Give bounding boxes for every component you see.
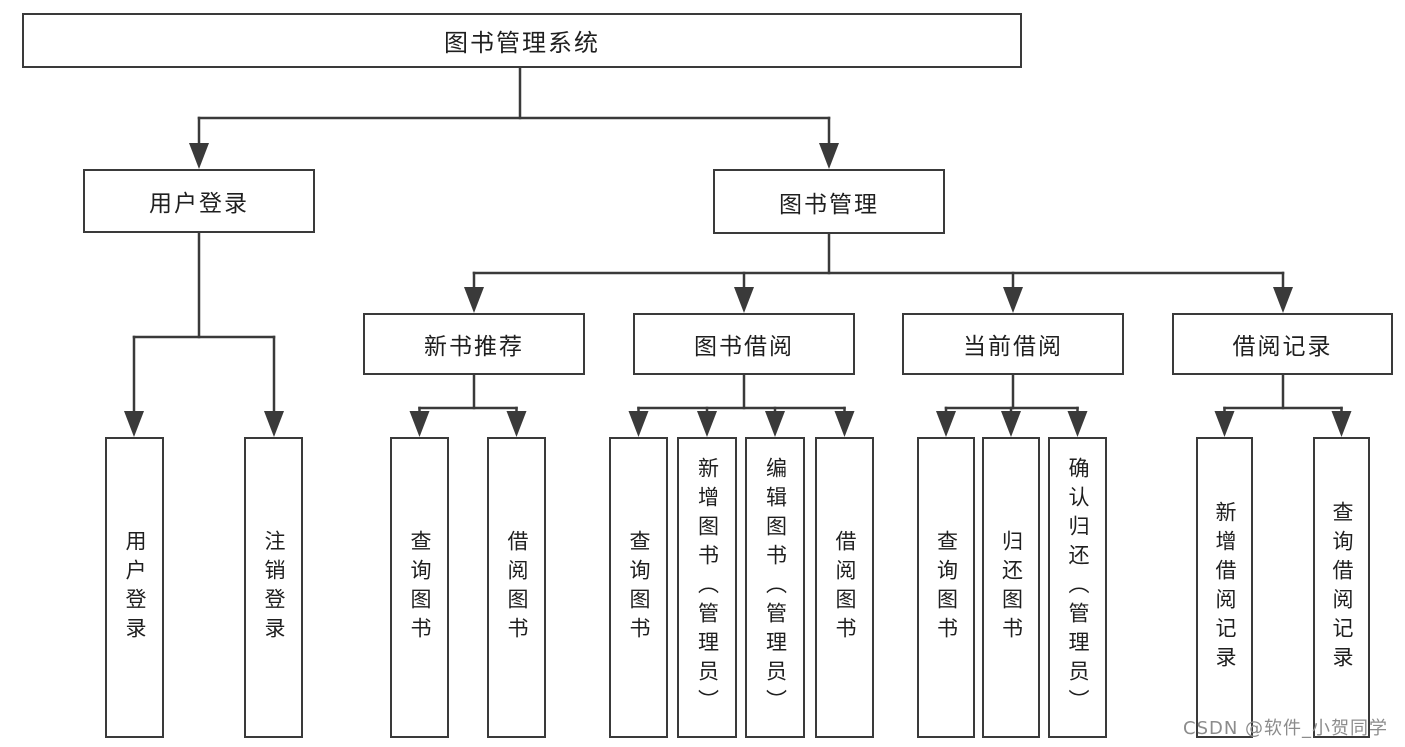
- arrowheads: [124, 143, 1352, 437]
- leaf-confirm-return-admin: 确认归还（管理员）: [1048, 437, 1107, 738]
- csdn-watermark: CSDN @软件_小贺同学: [1183, 718, 1389, 739]
- node-borrow-records: 借阅记录: [1172, 313, 1393, 375]
- node-new-book-recommend: 新书推荐: [363, 313, 585, 375]
- leaf-query-book-current: 查询图书: [917, 437, 975, 738]
- leaf-add-borrow-record: 新增借阅记录: [1196, 437, 1253, 738]
- node-user-login: 用户登录: [83, 169, 315, 233]
- leaf-borrow-book-recommend: 借阅图书: [487, 437, 546, 738]
- leaf-query-book-recommend: 查询图书: [390, 437, 449, 738]
- leaf-return-book: 归还图书: [982, 437, 1040, 738]
- leaf-query-book-borrow: 查询图书: [609, 437, 668, 738]
- node-book-management: 图书管理: [713, 169, 945, 234]
- leaf-borrow-book: 借阅图书: [815, 437, 874, 738]
- leaf-query-borrow-record: 查询借阅记录: [1313, 437, 1370, 738]
- node-book-borrow: 图书借阅: [633, 313, 855, 375]
- leaf-add-book-admin: 新增图书（管理员）: [677, 437, 737, 738]
- leaf-user-login: 用户登录: [105, 437, 164, 738]
- leaf-logout: 注销登录: [244, 437, 303, 738]
- leaf-edit-book-admin: 编辑图书（管理员）: [745, 437, 805, 738]
- node-current-borrow: 当前借阅: [902, 313, 1124, 375]
- node-root: 图书管理系统: [22, 13, 1022, 68]
